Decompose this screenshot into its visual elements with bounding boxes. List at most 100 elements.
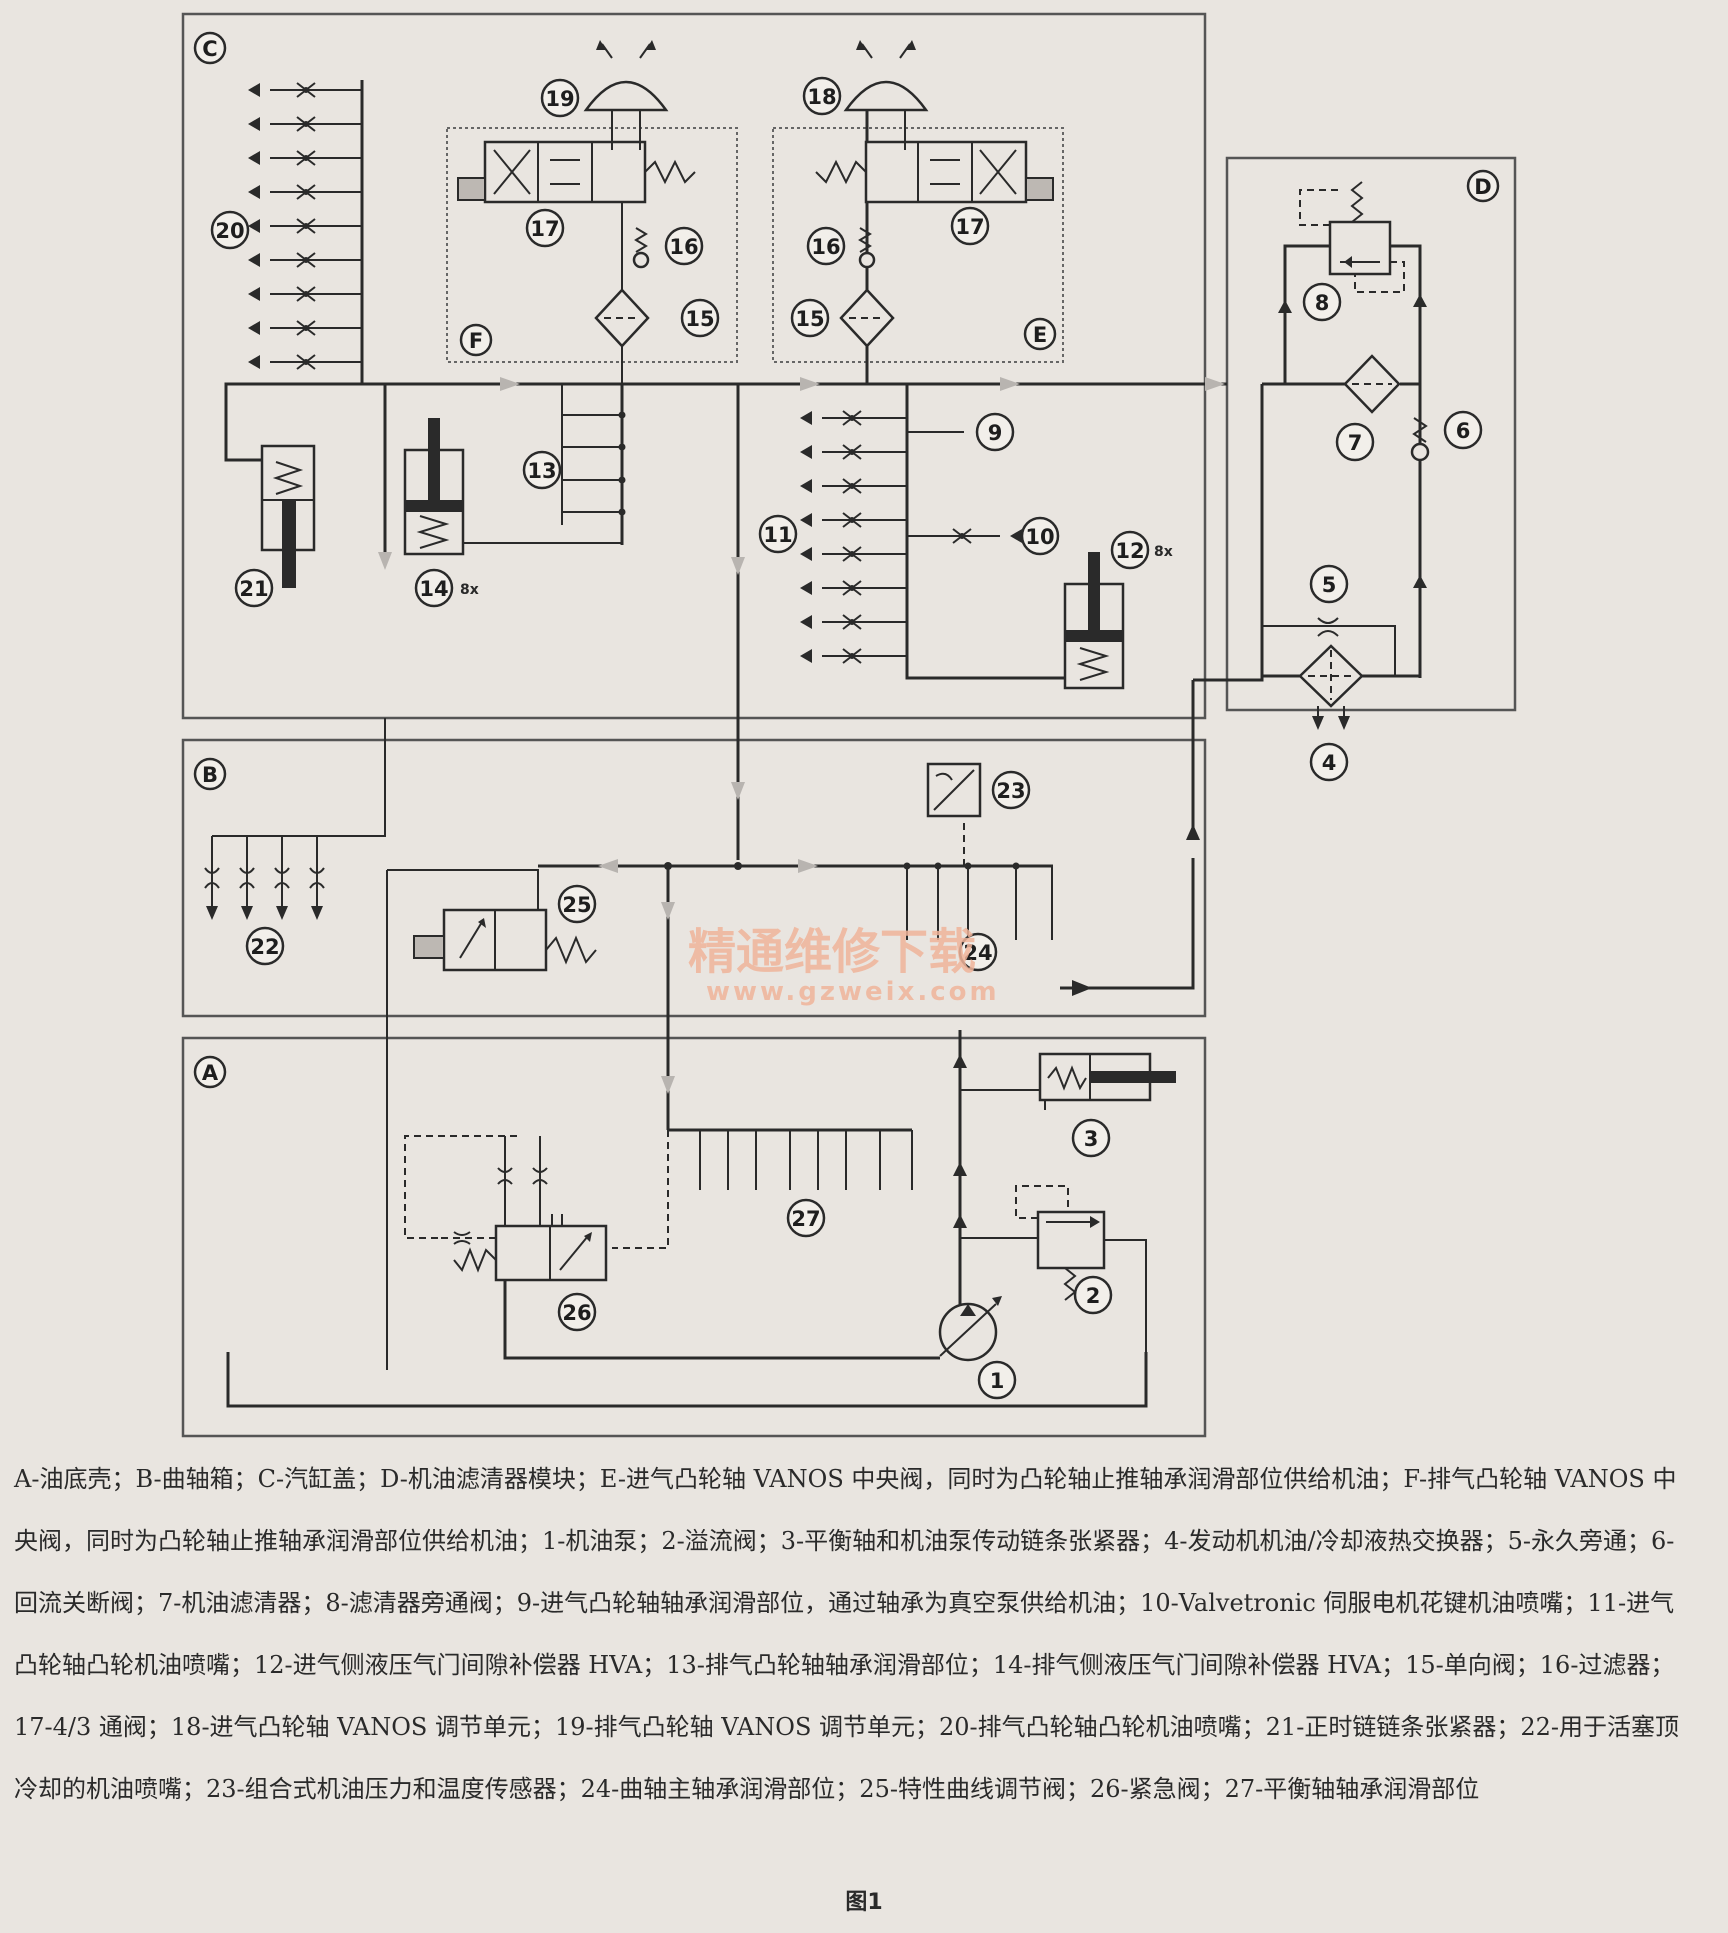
cylinder-head-oil-gallery	[224, 80, 1227, 860]
svg-text:20: 20	[215, 219, 244, 243]
callout-3: 3	[1071, 1118, 1111, 1158]
svg-text:A: A	[202, 1061, 219, 1085]
oil-pump	[938, 1296, 1002, 1362]
exhaust-hva-count: 8x	[460, 582, 479, 598]
callout-7: 7	[1335, 422, 1375, 462]
exhaust-hva	[403, 418, 622, 556]
callout-22: 22	[245, 926, 285, 966]
svg-text:13: 13	[527, 459, 556, 483]
callout-9: 9	[975, 412, 1015, 452]
exhaust-cam-bearing-lines	[561, 384, 626, 525]
callout-12: 12	[1110, 530, 1150, 570]
svg-text:19: 19	[545, 87, 574, 111]
callout-13: 13	[522, 450, 562, 490]
section-label-d: D	[1466, 169, 1500, 203]
svg-text:14: 14	[419, 577, 448, 601]
intake-vanos-adjuster	[843, 40, 929, 112]
svg-text:6: 6	[1456, 419, 1471, 443]
section-label-b: B	[193, 757, 227, 791]
svg-text:B: B	[202, 763, 218, 787]
callout-11: 11	[758, 514, 798, 554]
section-d-oil-filter-module	[1225, 156, 1517, 712]
callout-16-intake: 16	[806, 226, 846, 266]
svg-text:21: 21	[239, 577, 268, 601]
svg-text:1: 1	[990, 1369, 1005, 1393]
permanent-bypass	[1317, 617, 1339, 637]
callout-25: 25	[557, 884, 597, 924]
balance-shaft-chain-tensioner	[1038, 1052, 1176, 1102]
svg-text:5: 5	[1322, 573, 1337, 597]
oil-coolant-heat-exchanger	[1298, 644, 1364, 730]
svg-text:18: 18	[807, 85, 836, 109]
intake-vanos-4-3-valve	[815, 110, 1054, 348]
svg-text:27: 27	[791, 1207, 820, 1231]
callout-23: 23	[991, 770, 1031, 810]
callout-18: 18	[802, 76, 842, 116]
intake-hva-count: 8x	[1154, 544, 1173, 560]
callout-10: 10	[1020, 516, 1060, 556]
svg-text:16: 16	[669, 235, 698, 259]
callout-5: 5	[1309, 564, 1349, 604]
svg-text:22: 22	[250, 935, 279, 959]
callout-6: 6	[1443, 410, 1483, 450]
oil-pressure-temperature-sensor	[926, 762, 982, 818]
svg-text:17: 17	[955, 215, 984, 239]
svg-text:15: 15	[685, 307, 714, 331]
svg-text:23: 23	[996, 779, 1025, 803]
callout-21: 21	[234, 568, 274, 608]
callout-15-intake: 15	[790, 298, 830, 338]
section-c-cylinder-head	[181, 12, 1207, 720]
svg-text:9: 9	[988, 421, 1003, 445]
callout-8: 8	[1302, 282, 1342, 322]
svg-text:8: 8	[1315, 291, 1330, 315]
oil-filter	[1343, 354, 1401, 414]
emergency-valve	[404, 1135, 608, 1282]
exhaust-vanos-adjuster	[583, 40, 669, 112]
svg-text:7: 7	[1348, 431, 1363, 455]
watermark-text: 精通维修下载	[688, 924, 976, 980]
characteristic-map-valve	[386, 869, 597, 1370]
svg-text:10: 10	[1025, 525, 1054, 549]
return-shutoff-valve	[1410, 417, 1430, 462]
svg-text:2: 2	[1086, 1284, 1101, 1308]
callout-4: 4	[1309, 742, 1349, 782]
exhaust-vanos-4-3-valve	[457, 110, 696, 384]
section-label-e: E	[1023, 317, 1057, 351]
lubrication-circuit-diagram: C B A D E F	[181, 12, 1517, 1438]
callout-2: 2	[1073, 1275, 1113, 1315]
section-label-f: F	[459, 323, 493, 357]
svg-text:16: 16	[811, 235, 840, 259]
svg-text:17: 17	[530, 217, 559, 241]
figure-caption: A-油底壳；B-曲轴箱；C-汽缸盖；D-机油滤清器模块；E-进气凸轮轴 VANO…	[14, 1465, 1679, 1803]
svg-text:4: 4	[1322, 751, 1337, 775]
timing-chain-tensioner	[260, 444, 316, 588]
svg-text:26: 26	[562, 1301, 591, 1325]
watermark-url: www.gzweix.com	[706, 977, 1000, 1007]
svg-text:12: 12	[1115, 539, 1144, 563]
exhaust-cam-nozzle-bank	[248, 82, 362, 370]
callout-17-intake: 17	[950, 206, 990, 246]
callout-20: 20	[210, 210, 250, 250]
section-label-a: A	[193, 1055, 227, 1089]
callout-1: 1	[977, 1360, 1017, 1400]
piston-cooling-nozzles	[204, 718, 386, 920]
callout-24: 24	[958, 932, 998, 972]
callout-17-exhaust: 17	[525, 208, 565, 248]
svg-text:11: 11	[763, 523, 792, 547]
svg-text:E: E	[1033, 323, 1047, 347]
svg-text:15: 15	[795, 307, 824, 331]
callout-26: 26	[557, 1292, 597, 1332]
svg-text:F: F	[469, 329, 483, 353]
filter-bypass-valve	[1299, 181, 1405, 293]
svg-text:24: 24	[963, 941, 992, 965]
section-e-intake-vanos-valve	[772, 127, 1064, 363]
section-a-oil-sump	[181, 1036, 1207, 1438]
callout-19: 19	[540, 78, 580, 118]
section-label-c: C	[193, 31, 227, 65]
callout-16-exhaust: 16	[664, 226, 704, 266]
valvetronic-spline-nozzle-line	[907, 528, 1022, 544]
svg-text:C: C	[202, 37, 217, 61]
intake-cam-nozzle-bank	[800, 410, 907, 664]
callout-27: 27	[786, 1198, 826, 1238]
oil-sump-circuit	[226, 1086, 1148, 1408]
